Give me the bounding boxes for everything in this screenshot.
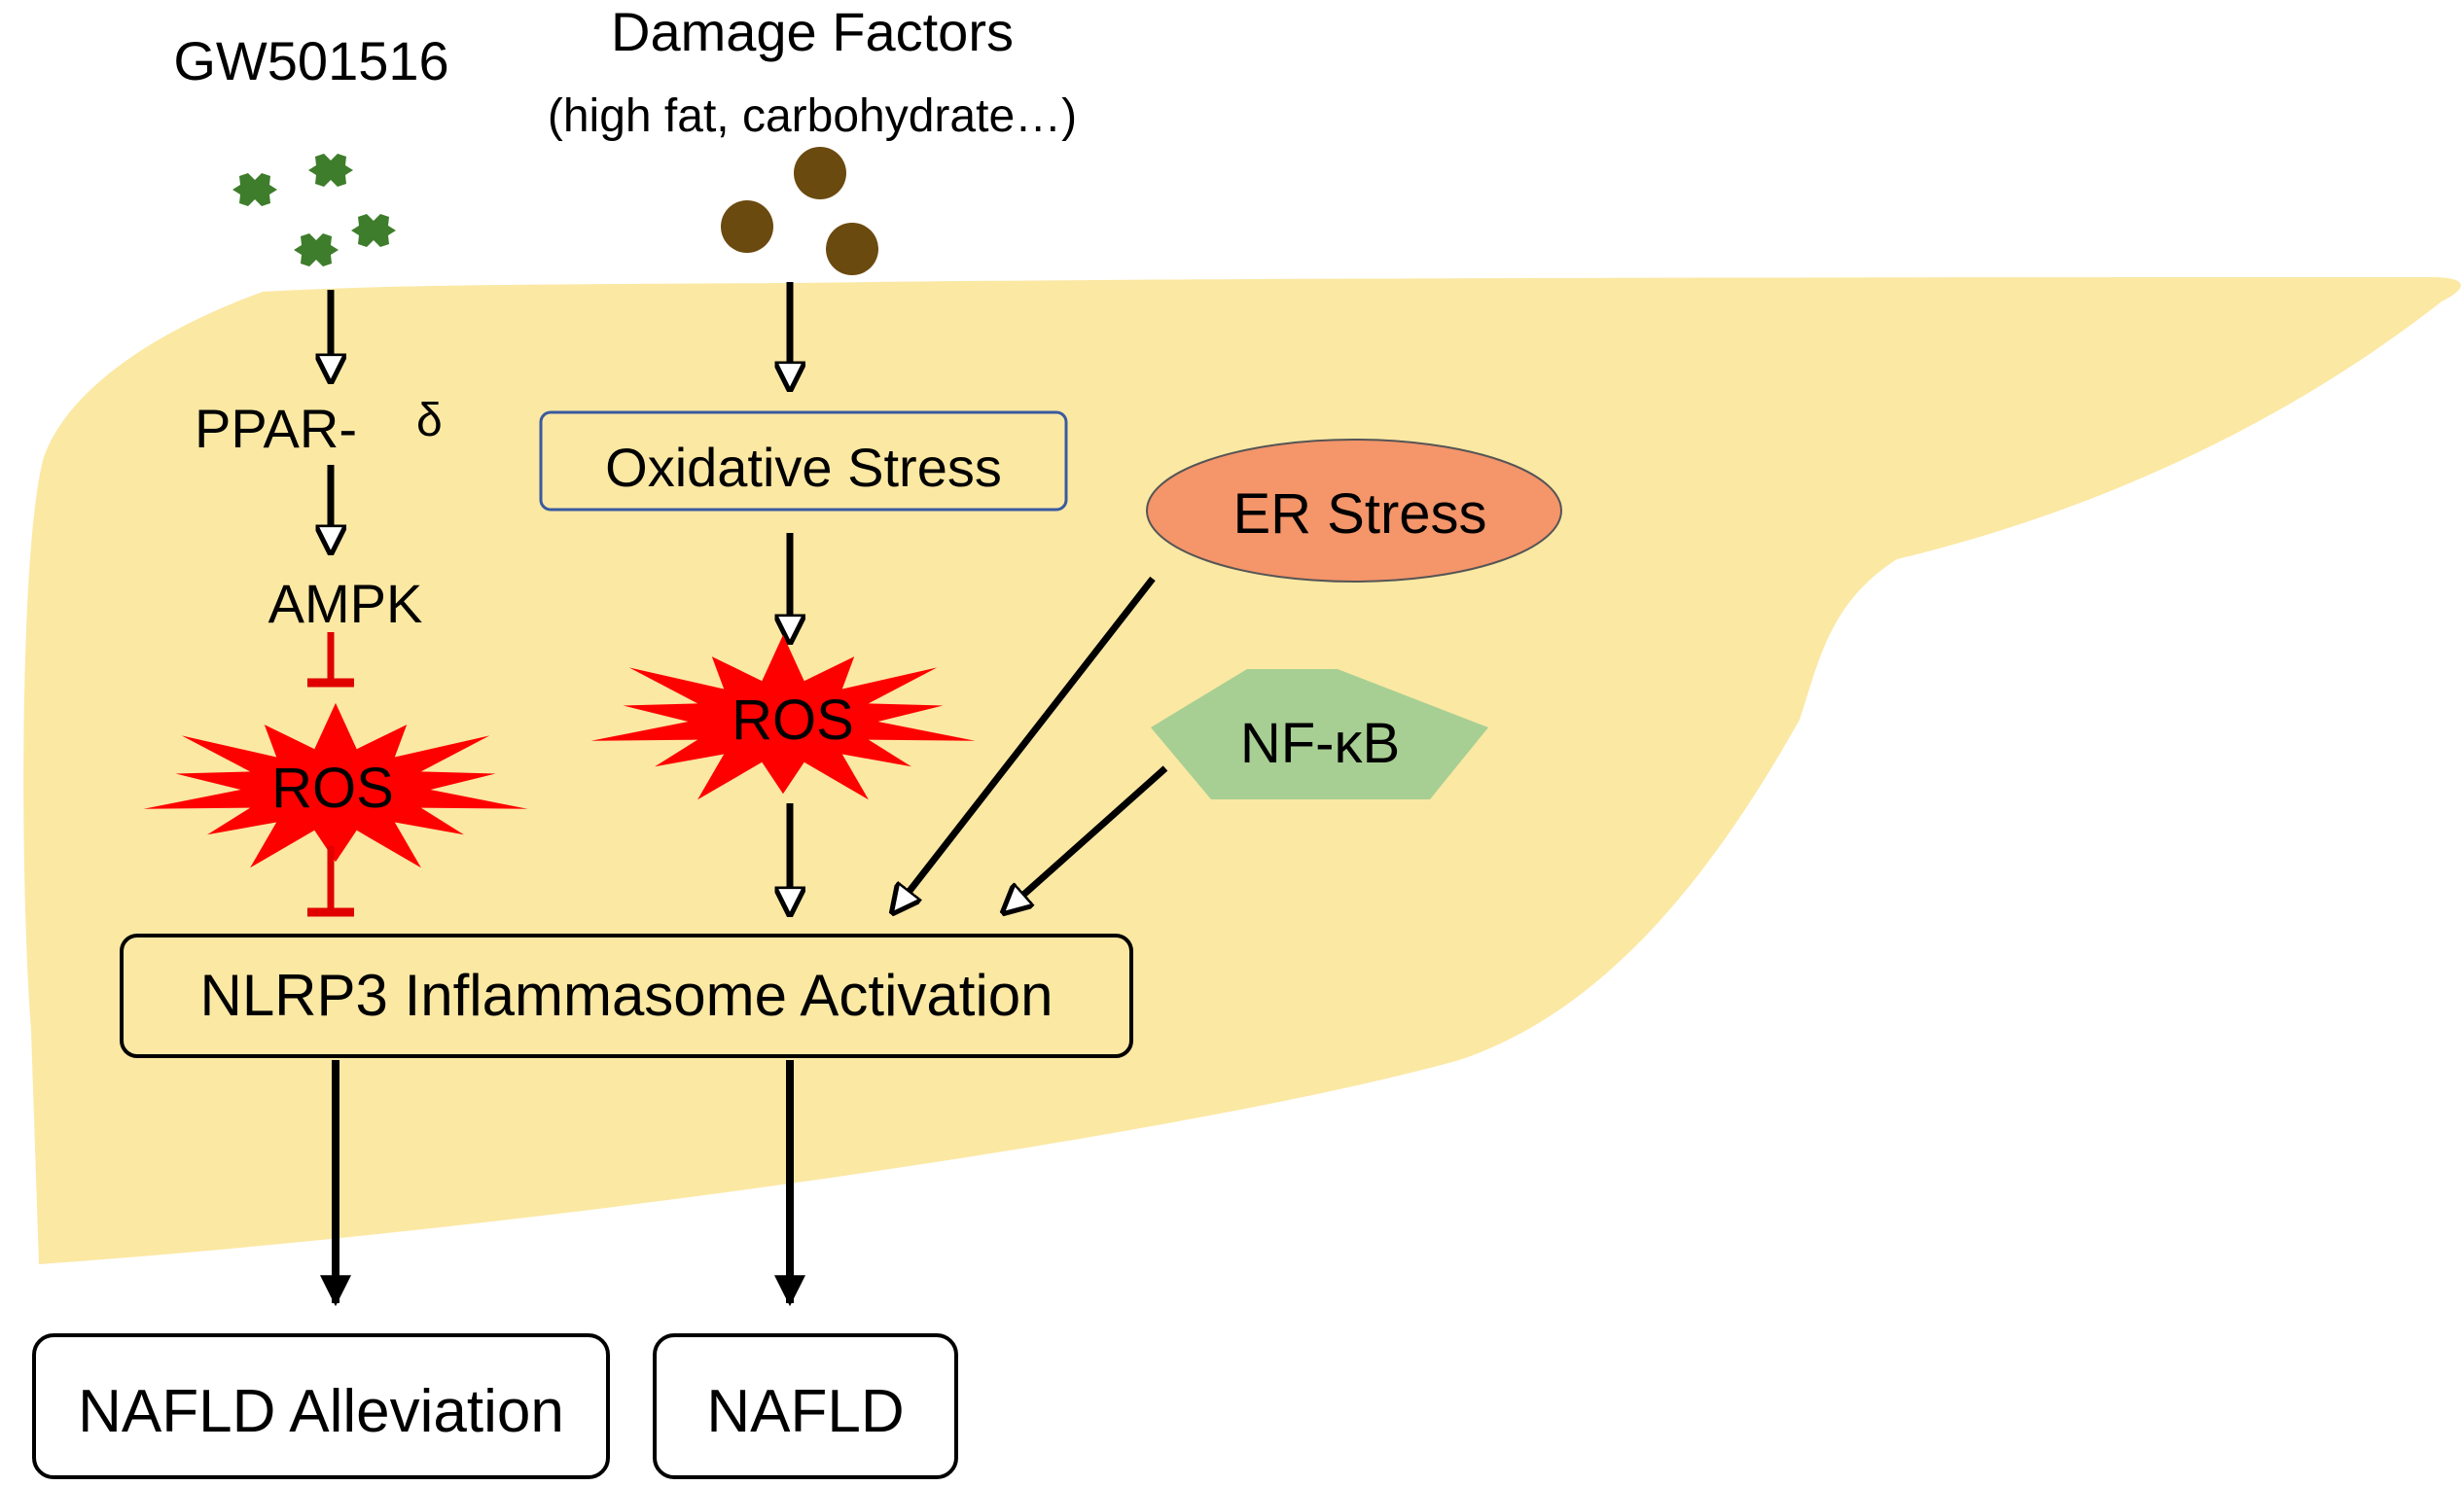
inhibit-ampk-ros: [307, 632, 354, 688]
ros-middle-label: ROS: [732, 689, 854, 752]
er-stress-ellipse: [1146, 439, 1562, 583]
nfkb-pentagon: [1151, 669, 1488, 799]
gw501516-label: GW501516: [173, 30, 448, 91]
arrow-nfkb-to-nlrp3: [1004, 765, 1168, 912]
er-stress-label: ER Stress: [1232, 482, 1486, 546]
damage-dot: [794, 147, 846, 199]
ros-burst-left: [143, 702, 528, 868]
damage-dot: [721, 200, 773, 253]
oxidative-stress-label: Oxidative Stress: [605, 437, 1002, 498]
drug-star: [294, 233, 339, 266]
oxidative-stress-box: [539, 410, 1068, 512]
ros-burst-middle: [590, 634, 976, 800]
nfkb-label: NF-κB: [1240, 712, 1400, 775]
nafld-alleviation-box: [32, 1333, 610, 1479]
delta-symbol: δ: [416, 395, 443, 446]
damage-factor-dots: [721, 147, 878, 275]
nafld-alleviation-label: NAFLD Alleviation: [78, 1378, 564, 1445]
nafld-box: [653, 1333, 958, 1479]
nlrp3-box: [120, 934, 1133, 1058]
drug-star: [351, 214, 396, 247]
damage-dot: [826, 223, 878, 275]
damage-factors-subtitle: (high fat, carbohydrate…): [548, 90, 1077, 142]
nlrp3-label: NLRP3 Inflammasome Activation: [199, 963, 1053, 1028]
nafld-label: NAFLD: [706, 1378, 904, 1445]
damage-factors-label: Damage Factors: [611, 1, 1014, 62]
inhibit-ros-nlrp3: [307, 846, 354, 917]
gw501516-stars: [232, 154, 396, 266]
ppar-delta-label: PPAR-: [195, 398, 357, 459]
ros-left-label: ROS: [271, 757, 394, 820]
drug-star: [308, 154, 353, 187]
arrow-er-to-nlrp3: [893, 576, 1156, 912]
drug-star: [232, 173, 277, 206]
ampk-label: AMPK: [268, 573, 423, 634]
